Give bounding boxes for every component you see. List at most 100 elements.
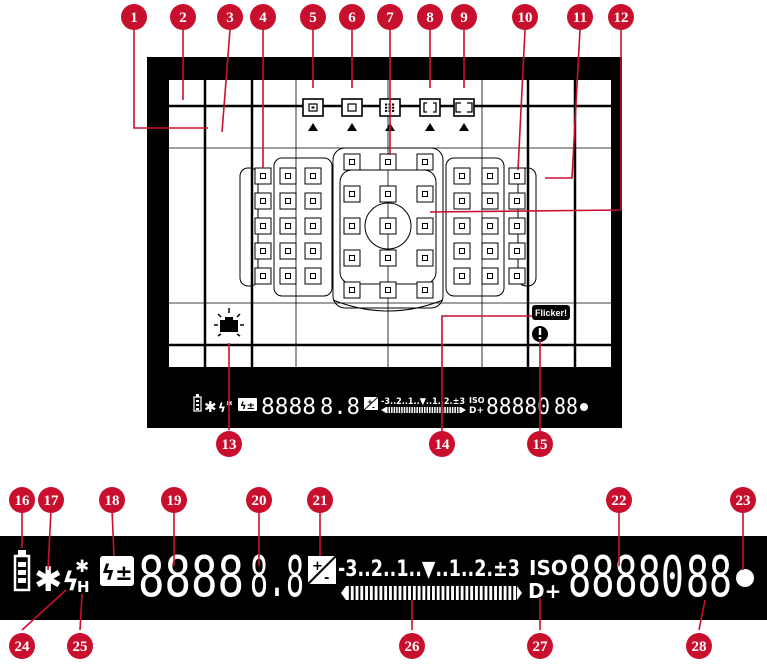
digits-a: 8888 <box>138 545 244 610</box>
exposure-bar-segment <box>416 407 418 413</box>
af-point <box>379 153 397 171</box>
flicker-label: Flicker! <box>535 308 567 318</box>
af-point <box>279 242 297 260</box>
callout-marker: 17 <box>38 487 64 513</box>
callout-marker: 22 <box>606 487 632 513</box>
af-point <box>254 242 272 260</box>
svg-text:6: 6 <box>348 10 356 26</box>
af-point <box>481 242 499 260</box>
svg-text:17: 17 <box>44 493 60 509</box>
af-point <box>416 185 434 203</box>
exposure-bar-segment <box>384 586 388 600</box>
exposure-bar-segment <box>393 407 396 413</box>
svg-text:16: 16 <box>15 493 31 509</box>
vf-dplus-label: D+ <box>469 406 484 416</box>
exposure-bar-segment <box>393 586 397 600</box>
exposure-bar-segment <box>396 407 398 413</box>
ae-lock-icon: ✱ <box>204 398 217 416</box>
exposure-bar-segment <box>417 586 421 600</box>
af-point <box>254 167 272 185</box>
exposure-bar-segment <box>369 586 373 600</box>
callout-marker: 9 <box>451 4 477 30</box>
flicker-badge: Flicker! <box>532 305 570 320</box>
af-point <box>279 267 297 285</box>
af-point <box>453 217 471 235</box>
af-point <box>279 217 297 235</box>
af-point <box>508 192 526 210</box>
exposure-bar-segment <box>451 407 454 413</box>
svg-text:20: 20 <box>252 493 267 509</box>
svg-text:9: 9 <box>460 10 468 26</box>
exposure-bar-segment <box>436 586 440 600</box>
af-point <box>453 267 471 285</box>
af-point <box>343 217 361 235</box>
svg-text:7: 7 <box>386 10 394 26</box>
exposure-bar-segment <box>350 586 354 600</box>
exposure-bar-segment <box>418 407 421 413</box>
vf-digits-a: 8888 <box>261 395 316 420</box>
exposure-comp-icon: + - <box>363 396 379 412</box>
leader-lines <box>21 29 744 631</box>
exposure-bar-segment <box>355 586 359 600</box>
svg-text:21: 21 <box>313 493 328 509</box>
svg-text:ϟ±: ϟ± <box>240 401 255 412</box>
dot-indicator-icon <box>580 403 588 411</box>
callout-marker: 18 <box>99 487 125 513</box>
af-point <box>254 192 272 210</box>
digits-b: 8.8 <box>250 545 304 610</box>
af-point <box>379 249 397 267</box>
exposure-bar-segment <box>411 407 413 413</box>
af-point <box>304 167 322 185</box>
exposure-bar-segment <box>365 586 368 600</box>
exposure-bar-segment <box>388 407 391 413</box>
exposure-bar-segment <box>446 586 450 600</box>
dplus-label: D+ <box>528 579 561 603</box>
exposure-bar-segment <box>426 407 429 413</box>
af-point <box>508 242 526 260</box>
af-point <box>481 217 499 235</box>
flash-icon: ϟ <box>218 401 226 415</box>
exposure-bar-segment <box>434 407 436 413</box>
af-point <box>304 217 322 235</box>
af-point <box>304 267 322 285</box>
svg-text:28: 28 <box>692 639 707 655</box>
callout-marker: 7 <box>377 4 403 30</box>
svg-text:4: 4 <box>259 10 267 26</box>
exposure-bar-segment <box>479 586 483 600</box>
exposure-bar-segment <box>379 586 383 600</box>
exposure-bar-segment <box>389 586 392 600</box>
callout-marker: 25 <box>67 633 93 659</box>
exposure-bar-segment <box>508 586 512 600</box>
exposure-bar-segment <box>439 407 441 413</box>
callout-marker: 3 <box>217 4 243 30</box>
exposure-bar-segment <box>449 407 451 413</box>
svg-text:8: 8 <box>426 10 434 26</box>
warning-icon <box>532 326 548 342</box>
exposure-bar-segment <box>374 586 378 600</box>
af-point <box>481 167 499 185</box>
callout-marker: 5 <box>300 4 326 30</box>
af-point <box>508 167 526 185</box>
af-point <box>379 281 397 299</box>
callout-marker: 16 <box>9 487 35 513</box>
camera-warning-icon <box>214 308 244 337</box>
callout-marker: 20 <box>246 487 272 513</box>
svg-text:26: 26 <box>405 639 421 655</box>
iso-label: ISO <box>529 556 568 580</box>
af-point <box>508 217 526 235</box>
af-point <box>279 192 297 210</box>
exposure-bar-segment <box>475 586 478 600</box>
vf-exposure-scale: -3..2..1..▼..1..2.±3 <box>381 397 465 407</box>
exposure-bar-segment <box>429 407 431 413</box>
af-point <box>304 242 322 260</box>
callout-marker: 8 <box>417 4 443 30</box>
exposure-bar-segment <box>360 586 364 600</box>
flash-comp-icon: ϟ± <box>238 398 257 412</box>
callout-marker: 27 <box>527 633 553 659</box>
exposure-bar-segment <box>408 586 411 600</box>
exposure-bar-segment <box>413 407 416 413</box>
svg-text:23: 23 <box>736 493 751 509</box>
exposure-bar-segment <box>398 586 402 600</box>
callout-marker: 6 <box>339 4 365 30</box>
